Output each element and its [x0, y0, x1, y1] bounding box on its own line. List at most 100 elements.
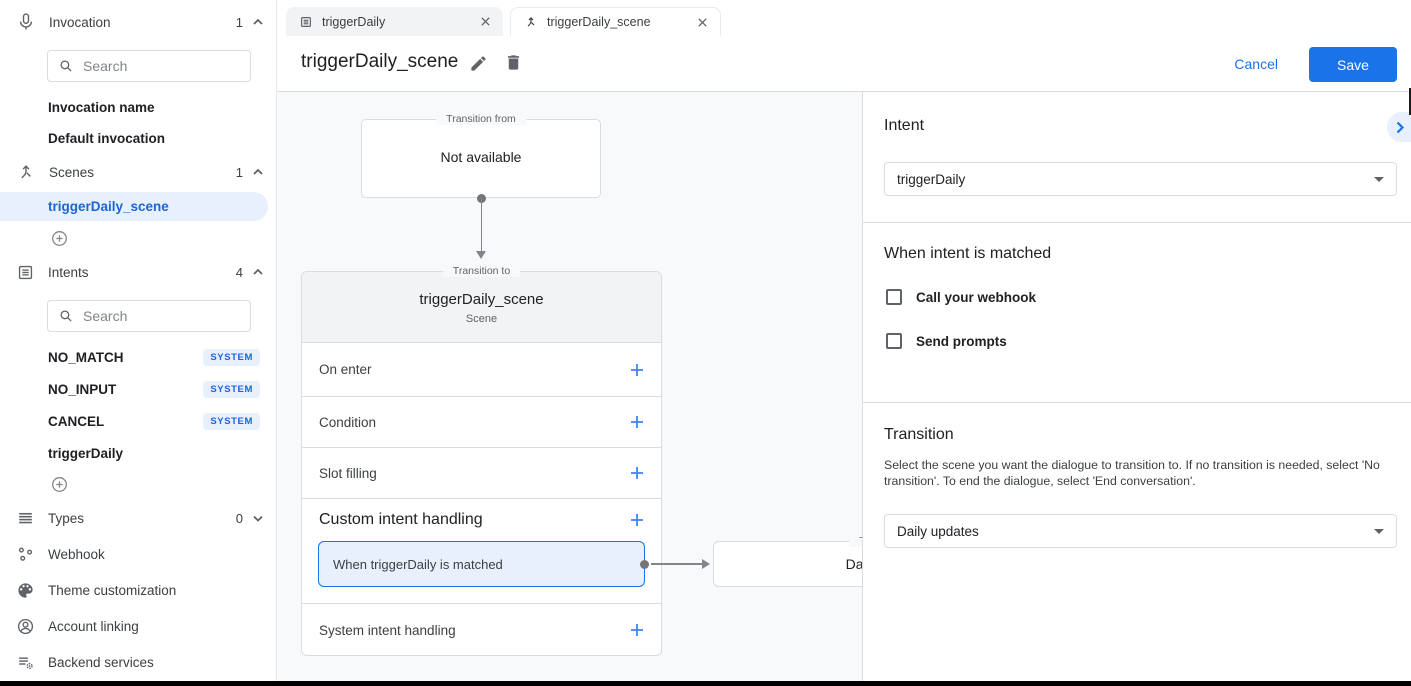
add-icon[interactable] [630, 415, 644, 429]
collapse-panel-button[interactable] [1387, 112, 1411, 142]
not-available-text: Not available [440, 149, 522, 165]
sidebar-item-invocation-name[interactable]: Invocation name [48, 100, 155, 115]
services-gear-icon [16, 653, 35, 672]
account-circle-icon [16, 617, 35, 636]
transition-from-box[interactable]: Transition from Not available [361, 113, 601, 198]
transition-select[interactable]: Daily updates [884, 514, 1397, 548]
checkbox-unchecked[interactable] [886, 289, 902, 305]
scene-card-title: triggerDaily_scene [419, 291, 544, 308]
arrow-down-icon [475, 251, 486, 259]
add-icon[interactable] [630, 623, 644, 637]
intent-heading: Intent [884, 117, 925, 134]
section-count: 1 [235, 164, 243, 180]
tab-triggerdaily[interactable]: triggerDaily [286, 7, 503, 36]
chevron-up-icon[interactable] [252, 16, 264, 28]
search-input[interactable] [83, 308, 223, 324]
tab-triggerdaily-scene[interactable]: triggerDaily_scene [510, 7, 721, 36]
sidebar-section-invocation[interactable]: Invocation 1 [16, 10, 264, 34]
panel-divider [862, 92, 863, 684]
scene-card: Transition to triggerDaily_scene Scene O… [301, 265, 662, 656]
custom-intent-handling-header[interactable]: Custom intent handling [318, 499, 645, 541]
connector-dot [640, 559, 649, 569]
scene-card-header[interactable]: triggerDaily_scene Scene [302, 272, 661, 342]
intents-search[interactable] [47, 300, 251, 332]
edit-icon[interactable] [469, 54, 488, 73]
sidebar-item-account-linking[interactable]: Account linking [16, 614, 264, 638]
row-label: Custom intent handling [319, 511, 483, 528]
sidebar-link-label: Backend services [48, 654, 154, 670]
sidebar-section-scenes[interactable]: Scenes 1 [16, 160, 264, 184]
intent-select-value: triggerDaily [897, 171, 966, 187]
sidebar-item-no-input[interactable]: NO_INPUT SYSTEM [48, 379, 260, 399]
invocation-search[interactable] [47, 50, 251, 82]
search-icon [58, 58, 74, 74]
arrow-right-icon [702, 558, 710, 569]
header-divider [277, 91, 1411, 92]
call-webhook-checkbox-row[interactable]: Call your webhook [886, 289, 1036, 305]
sidebar-section-intents[interactable]: Intents 4 [16, 260, 264, 284]
row-label: Slot filling [319, 465, 377, 481]
sidebar-item-no-match[interactable]: NO_MATCH SYSTEM [48, 347, 260, 367]
close-icon[interactable] [478, 14, 493, 29]
save-button[interactable]: Save [1309, 47, 1397, 82]
page-title: triggerDaily_scene [301, 51, 459, 72]
sidebar: Invocation 1 Invocation name Default inv… [0, 0, 277, 681]
intent-name: NO_INPUT [48, 381, 117, 397]
add-icon[interactable] [630, 466, 644, 480]
selected-scene-label: triggerDaily_scene [48, 199, 169, 214]
sidebar-item-default-invocation[interactable]: Default invocation [48, 131, 166, 146]
checkbox-label: Call your webhook [916, 289, 1037, 305]
row-system-intent-handling[interactable]: System intent handling [302, 603, 661, 656]
target-scene-text: Daily updates [845, 556, 862, 572]
scene-branch-icon [16, 162, 36, 182]
transition-heading: Transition [884, 426, 954, 443]
tab-bar: triggerDaily triggerDaily_scene [277, 0, 1411, 36]
search-icon [58, 308, 74, 324]
row-slot-filling[interactable]: Slot filling [302, 447, 661, 498]
transition-description: Select the scene you want the dialogue t… [884, 458, 1380, 488]
delete-icon[interactable] [504, 53, 523, 72]
scene-card-subtitle: Scene [465, 313, 498, 325]
sidebar-item-triggerdaily-scene-selected[interactable]: triggerDaily_scene [0, 192, 268, 221]
intent-select[interactable]: triggerDaily [884, 162, 1397, 196]
chevron-down-icon[interactable] [252, 512, 264, 524]
sidebar-section-types[interactable]: Types 0 [16, 506, 264, 530]
section-label: Types [48, 510, 85, 526]
transition-select-value: Daily updates [897, 523, 979, 539]
add-icon[interactable] [630, 363, 644, 377]
cancel-button[interactable]: Cancel [1234, 56, 1278, 72]
add-icon[interactable] [630, 513, 644, 527]
search-input[interactable] [83, 58, 223, 74]
sidebar-item-cancel-intent[interactable]: CANCEL SYSTEM [48, 411, 260, 431]
transition-to-legend: Transition to [849, 535, 862, 547]
add-intent-button[interactable] [50, 475, 69, 494]
send-prompts-checkbox-row[interactable]: Send prompts [886, 333, 1007, 349]
transition-target-box[interactable]: Transition to Daily updates [713, 535, 862, 587]
flow-canvas: Transition from Not available Transition… [278, 92, 862, 681]
intent-name: CANCEL [48, 413, 105, 429]
matched-heading: When intent is matched [884, 245, 1052, 262]
sidebar-item-backend-services[interactable]: Backend services [16, 650, 264, 674]
sidebar-item-triggerdaily-intent[interactable]: triggerDaily [48, 443, 260, 463]
palette-icon [16, 581, 35, 600]
transition-to-legend: Transition to [442, 265, 521, 277]
row-condition[interactable]: Condition [302, 396, 661, 447]
chevron-up-icon[interactable] [252, 266, 264, 278]
row-on-enter[interactable]: On enter [302, 342, 661, 396]
checkbox-label: Send prompts [916, 333, 1007, 349]
sidebar-link-label: Account linking [48, 618, 139, 634]
intents-list-icon [16, 263, 35, 282]
close-icon[interactable] [695, 15, 710, 30]
checkbox-unchecked[interactable] [886, 333, 902, 349]
add-scene-button[interactable] [50, 229, 69, 248]
system-badge: SYSTEM [203, 412, 260, 430]
section-label: Intents [48, 264, 89, 280]
row-label: Condition [319, 414, 377, 430]
chevron-up-icon[interactable] [252, 166, 264, 178]
matched-intent-item[interactable]: When triggerDaily is matched [318, 541, 649, 587]
sidebar-item-theme-customization[interactable]: Theme customization [16, 578, 264, 602]
scene-branch-icon [524, 15, 538, 29]
system-badge: SYSTEM [203, 380, 260, 398]
section-divider [863, 222, 1411, 223]
sidebar-item-webhook[interactable]: Webhook [16, 542, 264, 566]
